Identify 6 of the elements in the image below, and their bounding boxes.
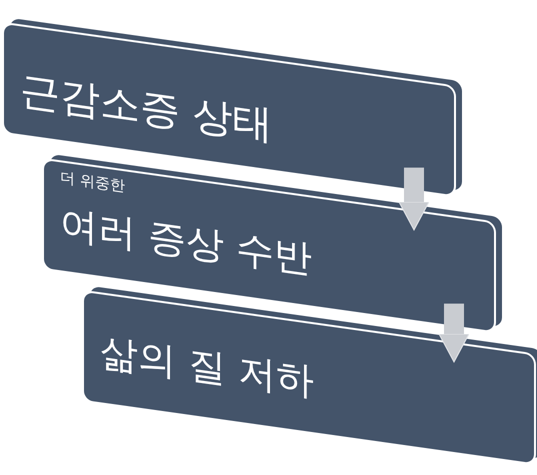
down-arrow — [438, 304, 470, 362]
step-note: 더 위중한 — [60, 168, 125, 196]
step-title: 여러 증상 수반 — [60, 200, 312, 283]
step-title: 근감소증 상태 — [20, 66, 273, 151]
step-title: 삶의 질 저하 — [100, 328, 314, 406]
down-arrow — [398, 168, 430, 230]
